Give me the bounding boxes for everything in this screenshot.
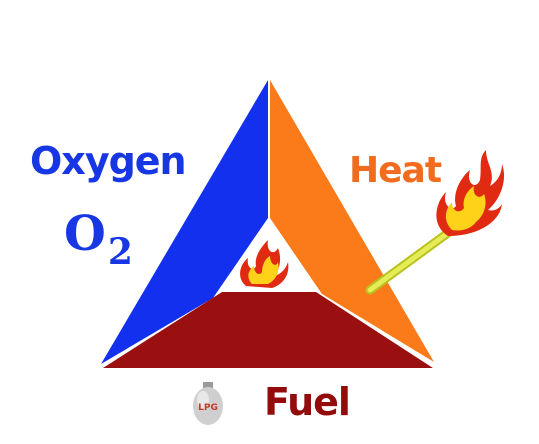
match-stick-icon <box>365 225 457 295</box>
oxygen-formula: O2 <box>64 210 133 270</box>
heat-side <box>270 80 434 362</box>
lpg-label: LPG <box>198 403 218 413</box>
fuel-label: Fuel <box>264 380 351 424</box>
fuel-side <box>103 292 433 368</box>
match-flame-icon <box>436 150 505 236</box>
heat-label: Heat <box>349 150 442 191</box>
center-flame-icon <box>240 240 289 288</box>
oxygen-formula-subscript: 2 <box>107 231 133 273</box>
oxygen-formula-element: O <box>64 206 106 262</box>
oxygen-label: Oxygen <box>30 139 187 183</box>
lpg-cylinder-icon <box>193 382 223 425</box>
oxygen-side <box>101 80 268 364</box>
